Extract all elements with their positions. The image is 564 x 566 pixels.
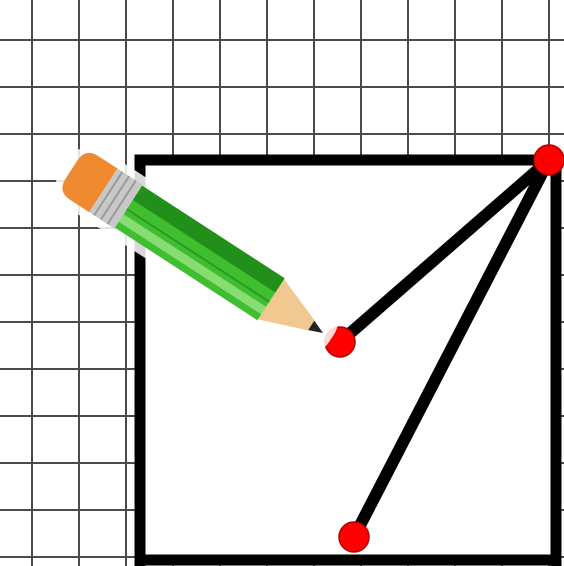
endpoint-lower (338, 521, 370, 553)
pencil-icon (55, 147, 339, 356)
endpoint-top-right-corner (533, 144, 564, 176)
square-outline (134, 154, 562, 566)
segment-to-lower-point (348, 154, 555, 543)
segment-to-upper-point (334, 154, 555, 348)
